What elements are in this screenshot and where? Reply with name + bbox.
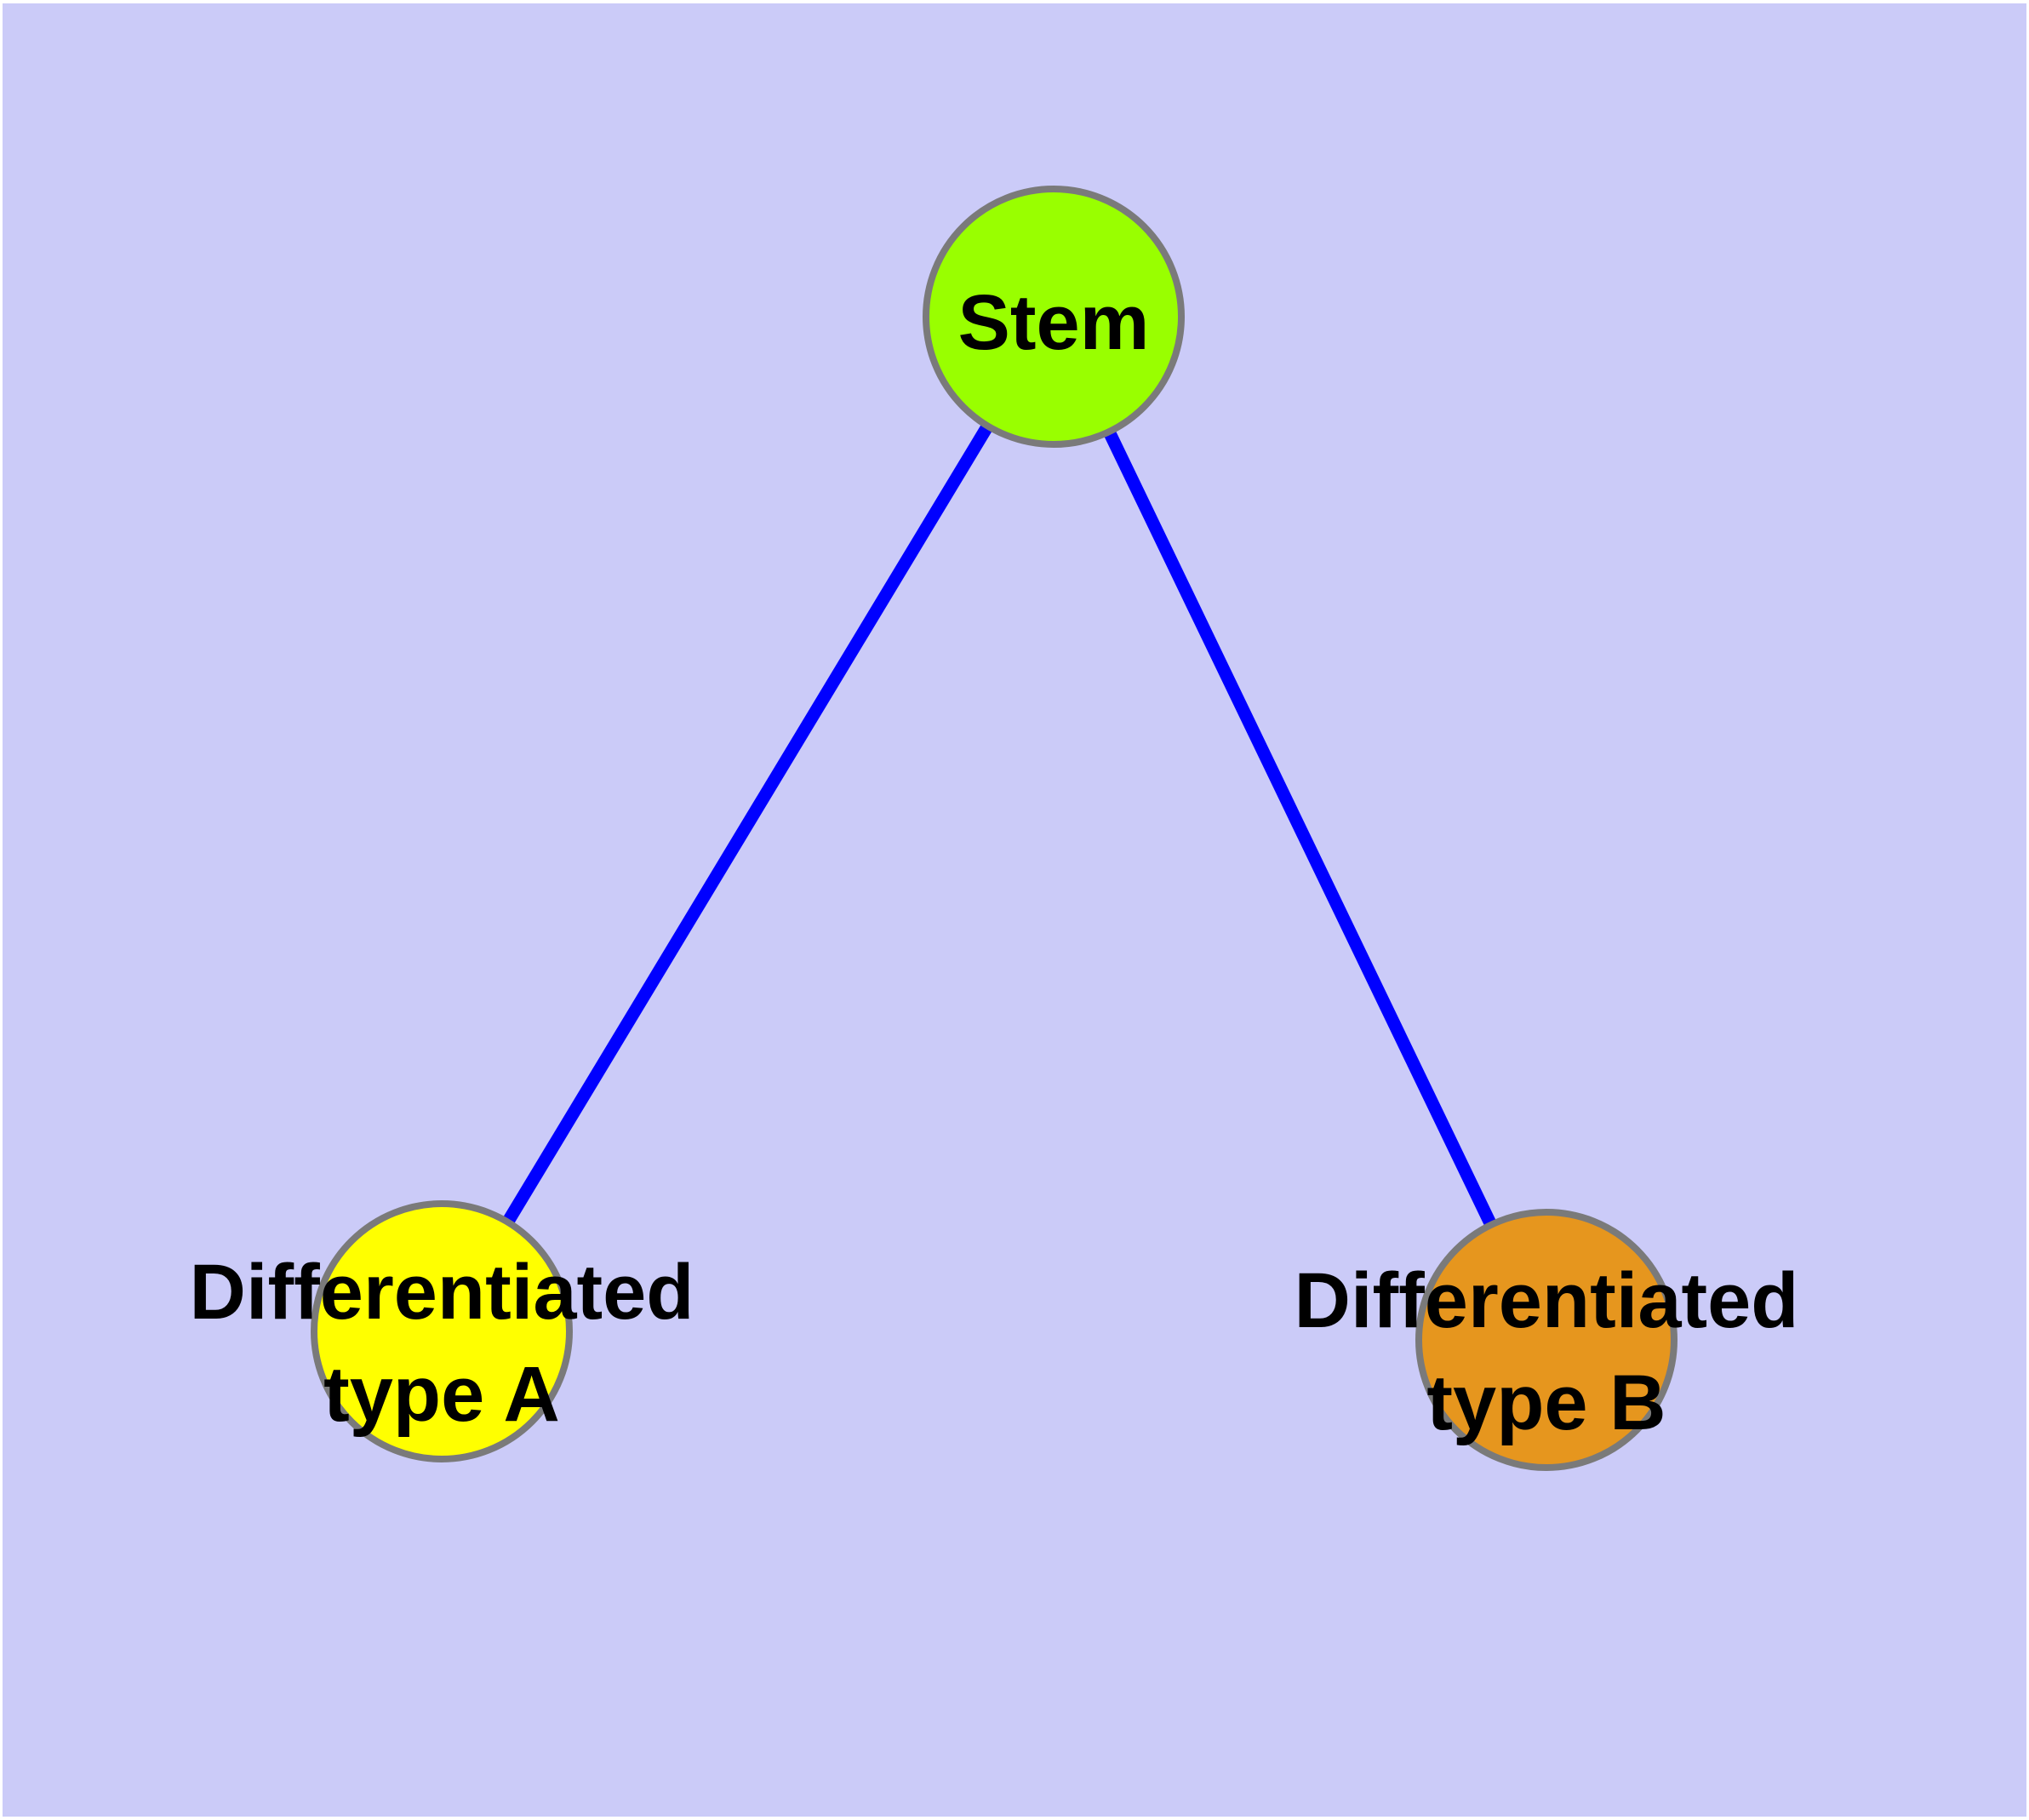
edge-stem-to-type-a xyxy=(436,313,1060,1335)
node-type-a-label-line2: type A xyxy=(323,1351,560,1438)
node-type-b-label-line1: Differentiated xyxy=(1295,1257,1799,1344)
node-type-b-label-line2: type B xyxy=(1426,1359,1666,1446)
node-type-a-circle xyxy=(311,1200,573,1462)
node-type-b-circle xyxy=(1415,1209,1677,1471)
edge-stem-to-type-b xyxy=(1048,313,1552,1343)
node-stem-circle xyxy=(923,186,1185,448)
node-type-a-label: Differentiated type A xyxy=(190,1249,694,1438)
node-type-b-label: Differentiated type B xyxy=(1295,1257,1799,1446)
node-type-a-label-line1: Differentiated xyxy=(190,1249,694,1336)
node-stem-label: Stem xyxy=(958,279,1150,366)
